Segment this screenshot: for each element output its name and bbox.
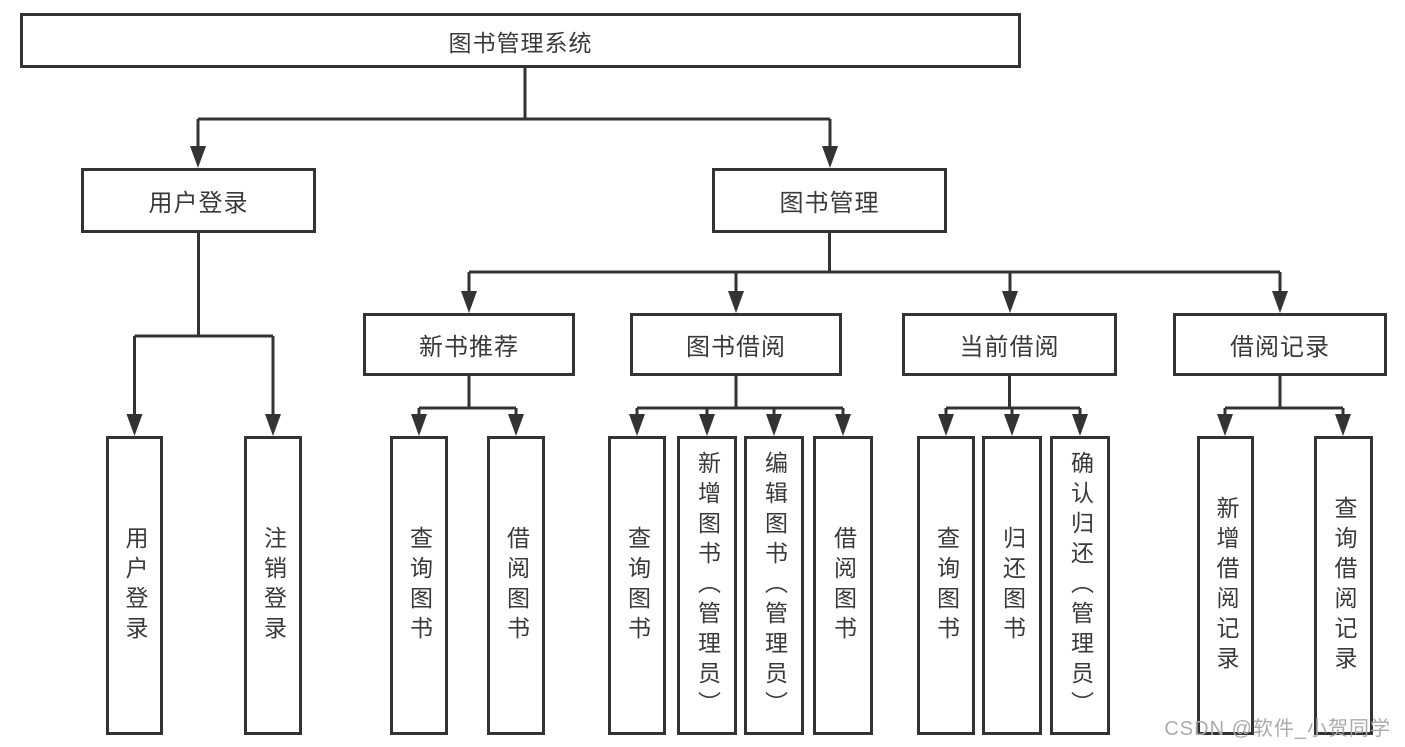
node-leaf-cb-return-books: 归还图书 (982, 436, 1042, 735)
node-leaf-bb-query-books: 查询图书 (608, 436, 666, 735)
node-leaf-cb-query-books-label: 查询图书 (933, 525, 960, 646)
node-leaf-logout-label: 注销登录 (260, 525, 287, 646)
node-new-book-rec: 新书推荐 (363, 313, 575, 376)
connector-newbookrec-to-leaves (411, 376, 524, 436)
node-leaf-user-login: 用户登录 (106, 436, 163, 735)
node-leaf-cb-confirm-return-label: 确认归还（管理员） (1067, 450, 1094, 721)
node-book-borrow-label: 图书借阅 (686, 334, 786, 361)
node-leaf-br-add-record-label: 新增借阅记录 (1213, 495, 1239, 676)
node-leaf-rec-borrow-books: 借阅图书 (487, 436, 545, 735)
node-leaf-br-add-record: 新增借阅记录 (1197, 436, 1254, 735)
node-leaf-bb-edit-books: 编辑图书（管理员） (744, 436, 804, 735)
connector-userlogin-to-leaves (126, 233, 281, 436)
node-user-login: 用户登录 (81, 168, 316, 233)
node-leaf-logout: 注销登录 (244, 436, 302, 735)
node-leaf-bb-borrow-books: 借阅图书 (813, 436, 873, 735)
node-book-borrow: 图书借阅 (630, 313, 842, 376)
node-leaf-bb-borrow-books-label: 借阅图书 (830, 525, 857, 646)
node-new-book-rec-label: 新书推荐 (419, 334, 519, 361)
node-book-mgmt: 图书管理 (712, 168, 947, 233)
node-borrow-records-label: 借阅记录 (1230, 334, 1330, 361)
node-current-borrow-label: 当前借阅 (959, 334, 1060, 361)
node-borrow-records: 借阅记录 (1173, 313, 1387, 376)
node-leaf-br-query-record-label: 查询借阅记录 (1331, 495, 1357, 676)
node-book-mgmt-label: 图书管理 (779, 190, 880, 217)
node-leaf-cb-return-books-label: 归还图书 (999, 525, 1026, 646)
csdn-watermark: CSDN @软件_小贺同学 (1164, 718, 1391, 740)
connector-root-to-level2 (190, 68, 838, 168)
node-leaf-bb-add-books: 新增图书（管理员） (677, 436, 737, 735)
connector-currentborrow-to-leaves (938, 376, 1088, 436)
node-root: 图书管理系统 (20, 13, 1021, 68)
node-leaf-bb-edit-books-label: 编辑图书（管理员） (761, 450, 788, 721)
node-leaf-cb-confirm-return: 确认归还（管理员） (1050, 436, 1110, 735)
node-leaf-rec-query-books: 查询图书 (390, 436, 448, 735)
node-leaf-bb-add-books-label: 新增图书（管理员） (694, 450, 721, 721)
node-user-login-label: 用户登录 (148, 190, 249, 217)
node-leaf-br-query-record: 查询借阅记录 (1314, 436, 1373, 735)
node-current-borrow: 当前借阅 (902, 313, 1117, 376)
node-root-label: 图书管理系统 (448, 29, 593, 56)
node-leaf-cb-query-books: 查询图书 (917, 436, 975, 735)
node-leaf-rec-borrow-books-label: 借阅图书 (503, 525, 530, 646)
node-leaf-rec-query-books-label: 查询图书 (406, 525, 433, 646)
connector-bookmgmt-to-level3 (461, 233, 1288, 313)
connector-borrowrecords-to-leaves (1217, 376, 1351, 436)
node-leaf-user-login-label: 用户登录 (122, 525, 148, 646)
connector-bookborrow-to-leaves (629, 376, 851, 436)
node-leaf-bb-query-books-label: 查询图书 (624, 525, 651, 646)
